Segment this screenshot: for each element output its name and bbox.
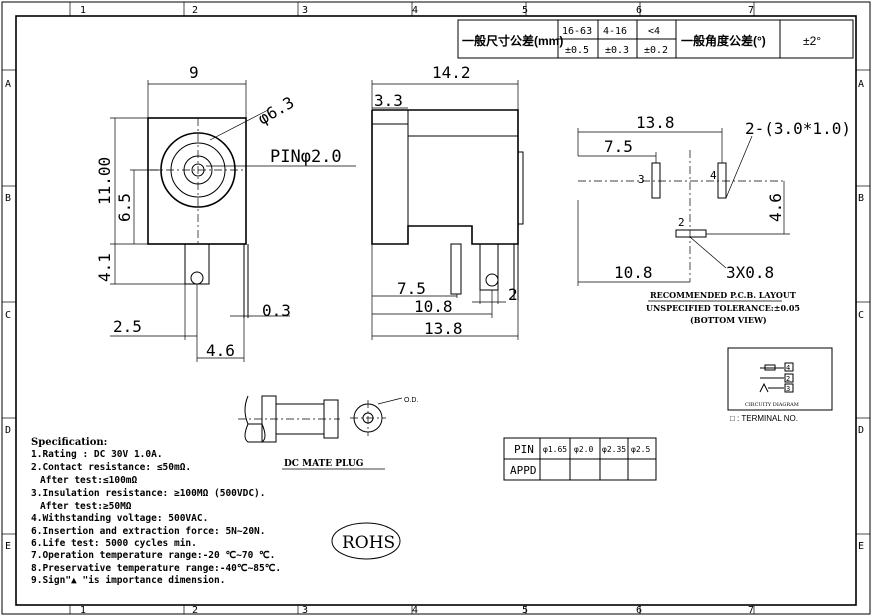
tolerance-cell: ±0.2 bbox=[644, 45, 668, 56]
row-label: E bbox=[858, 541, 864, 552]
dim-length: 14.2 bbox=[432, 63, 471, 82]
pin-size: φ1.65 bbox=[543, 445, 567, 454]
circuit-title: CIRCUITY DIAGRAM bbox=[745, 402, 799, 408]
spec-line: 7.Operation temperature range:-20 ℃~70 ℃… bbox=[31, 550, 275, 561]
plug-label: DC MATE PLUG bbox=[284, 459, 363, 469]
tolerance-cell: ±0.3 bbox=[605, 45, 629, 56]
angle-tolerance-value: ±2° bbox=[803, 34, 821, 48]
spec-line: 6.Life test: 5000 cycles min. bbox=[31, 538, 197, 549]
dim-slot2-size: 3X0.8 bbox=[726, 263, 774, 282]
spec-line: 2.Contact resistance: ≤50mΩ. bbox=[31, 462, 191, 473]
rohs-label: ROHS bbox=[342, 533, 395, 553]
circuit-diagram: 4 2 3 CIRCUITY DIAGRAM □ : TERMINAL NO. bbox=[727, 347, 833, 423]
range-cell: <4 bbox=[648, 26, 660, 37]
pcb-title: RECOMMENDED P.C.B. LAYOUT bbox=[650, 290, 796, 300]
terminal-number: 4 bbox=[786, 364, 790, 372]
spec-line: After test:≤100mΩ bbox=[40, 475, 138, 486]
pin-number: 3 bbox=[638, 173, 645, 186]
row-label: B bbox=[858, 193, 864, 204]
tolerance-table: 一般尺寸公差(mm) 16-63 4-16 <4 ±0.5 ±0.3 ±0.2 … bbox=[457, 19, 854, 59]
range-cell: 4-16 bbox=[603, 26, 627, 37]
general-tolerance-label: 一般尺寸公差(mm) bbox=[462, 33, 563, 48]
pin-table-row2: APPD bbox=[510, 464, 537, 477]
pin-size: φ2.35 bbox=[602, 445, 626, 454]
col-label: 1 bbox=[80, 605, 86, 616]
pcb-layout: 13.8 7.5 2-(3.0*1.0) 4.6 10.8 3X0.8 3 4 … bbox=[577, 113, 851, 325]
col-label: 2 bbox=[192, 605, 198, 616]
spec-line: 8.Preservative temperature range:-40℃~85… bbox=[31, 563, 281, 574]
tolerance-cell: ±0.5 bbox=[565, 45, 589, 56]
col-label: 5 bbox=[522, 5, 528, 16]
dim-pin3: 13.8 bbox=[424, 319, 463, 338]
dim-pin1: 7.5 bbox=[397, 279, 426, 298]
rohs-badge: ROHS bbox=[331, 522, 401, 560]
pin-size: φ2.0 bbox=[574, 445, 593, 454]
dim-pin2-pos: 10.8 bbox=[614, 263, 653, 282]
pin-number: 4 bbox=[710, 169, 717, 182]
dim-center-height: 6.5 bbox=[115, 193, 134, 222]
row-label: B bbox=[5, 193, 11, 204]
pin-table-header: PIN bbox=[514, 443, 534, 456]
dim-pin-length: 4.1 bbox=[95, 253, 114, 282]
row-label: D bbox=[858, 425, 864, 436]
terminal-number: 2 bbox=[786, 375, 790, 383]
row-label: A bbox=[858, 79, 864, 90]
pin-number: 2 bbox=[678, 216, 685, 229]
pcb-tolerance: UNSPECIFIED TOLERANCE:±0.05 bbox=[646, 303, 800, 313]
spec-line: 9.Sign"▲ "is importance dimension. bbox=[31, 575, 225, 586]
od-label: O.D. bbox=[404, 397, 418, 404]
spec-line: 1.Rating : DC 30V 1.0A. bbox=[31, 449, 163, 460]
dim-vertical: 4.6 bbox=[766, 193, 785, 222]
col-label: 3 bbox=[302, 605, 308, 616]
pcb-view: (BOTTOM VIEW) bbox=[690, 315, 767, 325]
col-label: 2 bbox=[192, 5, 198, 16]
spec-title: Specification: bbox=[31, 437, 107, 448]
angle-tolerance-label: 一般角度公差(°) bbox=[681, 33, 766, 48]
side-view: 14.2 3.3 7.5 10.8 13.8 2 bbox=[371, 63, 524, 340]
row-label: A bbox=[5, 79, 11, 90]
col-label: 6 bbox=[636, 5, 642, 16]
dim-pin-dia: PINφ2.0 bbox=[270, 147, 342, 167]
row-label: C bbox=[5, 310, 11, 321]
dc-mate-plug: O.D. DC MATE PLUG bbox=[238, 395, 418, 470]
col-label: 5 bbox=[522, 605, 528, 616]
front-view: 9 11.00 6.5 4.1 φ6.3 PINφ2.0 2.5 4.6 0.3 bbox=[95, 63, 356, 362]
spec-line: After test:≥50MΩ bbox=[40, 501, 132, 512]
col-label: 7 bbox=[748, 5, 754, 16]
terminal-note: □ : TERMINAL NO. bbox=[730, 414, 798, 423]
col-label: 4 bbox=[412, 605, 418, 616]
dim-body-height: 11.00 bbox=[95, 157, 114, 205]
dim-pin-thickness: 0.3 bbox=[262, 301, 291, 320]
row-label: D bbox=[5, 425, 11, 436]
spec-line: 4.Withstanding voltage: 500VAC. bbox=[31, 513, 208, 524]
col-label: 1 bbox=[80, 5, 86, 16]
dim-width: 9 bbox=[189, 63, 199, 82]
dim-pin3-pos: 7.5 bbox=[604, 137, 633, 156]
dim-span: 13.8 bbox=[636, 113, 675, 132]
col-label: 7 bbox=[748, 605, 754, 616]
spec-line: 3.Insulation resistance: ≥100MΩ (500VDC)… bbox=[31, 488, 266, 499]
dim-step: 3.3 bbox=[374, 91, 403, 110]
col-label: 4 bbox=[412, 5, 418, 16]
col-label: 6 bbox=[636, 605, 642, 616]
dim-pin-spacing: 4.6 bbox=[206, 341, 235, 360]
dim-slot-size: 2-(3.0*1.0) bbox=[745, 119, 851, 138]
terminal-number: 3 bbox=[786, 385, 790, 393]
row-label: C bbox=[858, 310, 864, 321]
dim-pin2: 10.8 bbox=[414, 297, 453, 316]
pin-table: PIN φ1.65 φ2.0 φ2.35 φ2.5 APPD bbox=[503, 437, 657, 481]
specification: Specification: 1.Rating : DC 30V 1.0A. 2… bbox=[31, 437, 281, 586]
dim-pin-width: 2 bbox=[508, 285, 518, 304]
range-cell: 16-63 bbox=[562, 26, 592, 37]
dim-outer-dia: φ6.3 bbox=[255, 93, 298, 129]
dim-pin-offset: 2.5 bbox=[113, 317, 142, 336]
pin-size: φ2.5 bbox=[631, 445, 650, 454]
row-label: E bbox=[5, 541, 11, 552]
spec-line: 6.Insertion and extraction force: 5N~20N… bbox=[31, 526, 266, 537]
col-label: 3 bbox=[302, 5, 308, 16]
